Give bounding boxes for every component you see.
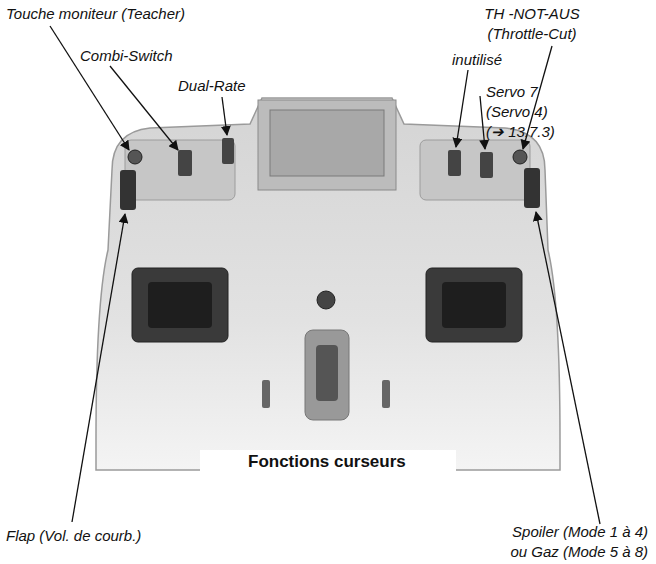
center-slot — [305, 330, 349, 420]
left-gimbal — [132, 268, 228, 342]
left-stick — [148, 282, 212, 328]
combi-switch — [178, 150, 192, 176]
throttle-cut-button — [513, 150, 527, 164]
trim-slider — [382, 380, 390, 408]
leader-line — [50, 26, 129, 150]
unused-switch — [448, 150, 461, 176]
leader-line — [72, 214, 125, 522]
right-shoulder — [420, 140, 530, 200]
callout-label: Servo 7 (Servo 4) (➔ 13.7.3) — [486, 82, 566, 142]
center-insert — [316, 345, 338, 401]
screen — [270, 110, 384, 176]
left-shoulder — [125, 140, 235, 200]
callout-label: Combi-Switch — [80, 46, 210, 66]
center-knob — [317, 291, 335, 309]
dual-rate-switch — [222, 138, 234, 164]
callout-label: inutilisé — [452, 50, 542, 70]
flap-slider — [120, 170, 136, 210]
callout-label: Touche moniteur (Teacher) — [6, 4, 216, 24]
screen-frame — [258, 100, 396, 190]
leader-line — [536, 212, 600, 524]
callout-label: Spoiler (Mode 1 à 4) ou Gaz (Mode 5 à 8) — [494, 522, 648, 562]
caption-ground — [200, 450, 456, 476]
leader-line — [110, 66, 178, 150]
teacher-button — [128, 150, 142, 164]
right-gimbal — [426, 268, 522, 342]
leader-line — [480, 96, 485, 149]
transmitter-body — [96, 98, 560, 470]
spoiler-slider — [524, 168, 540, 208]
right-stick — [442, 282, 506, 328]
leader-line — [222, 97, 227, 135]
callout-label: Dual-Rate — [178, 76, 278, 96]
callout-label: TH -NOT-AUS (Throttle-Cut) — [462, 4, 602, 44]
trim-slider — [262, 380, 270, 408]
servo7-switch — [480, 152, 493, 178]
leader-line — [456, 70, 468, 147]
callout-label: Flap (Vol. de courb.) — [6, 526, 206, 546]
caption-title: Fonctions curseurs — [248, 452, 406, 472]
